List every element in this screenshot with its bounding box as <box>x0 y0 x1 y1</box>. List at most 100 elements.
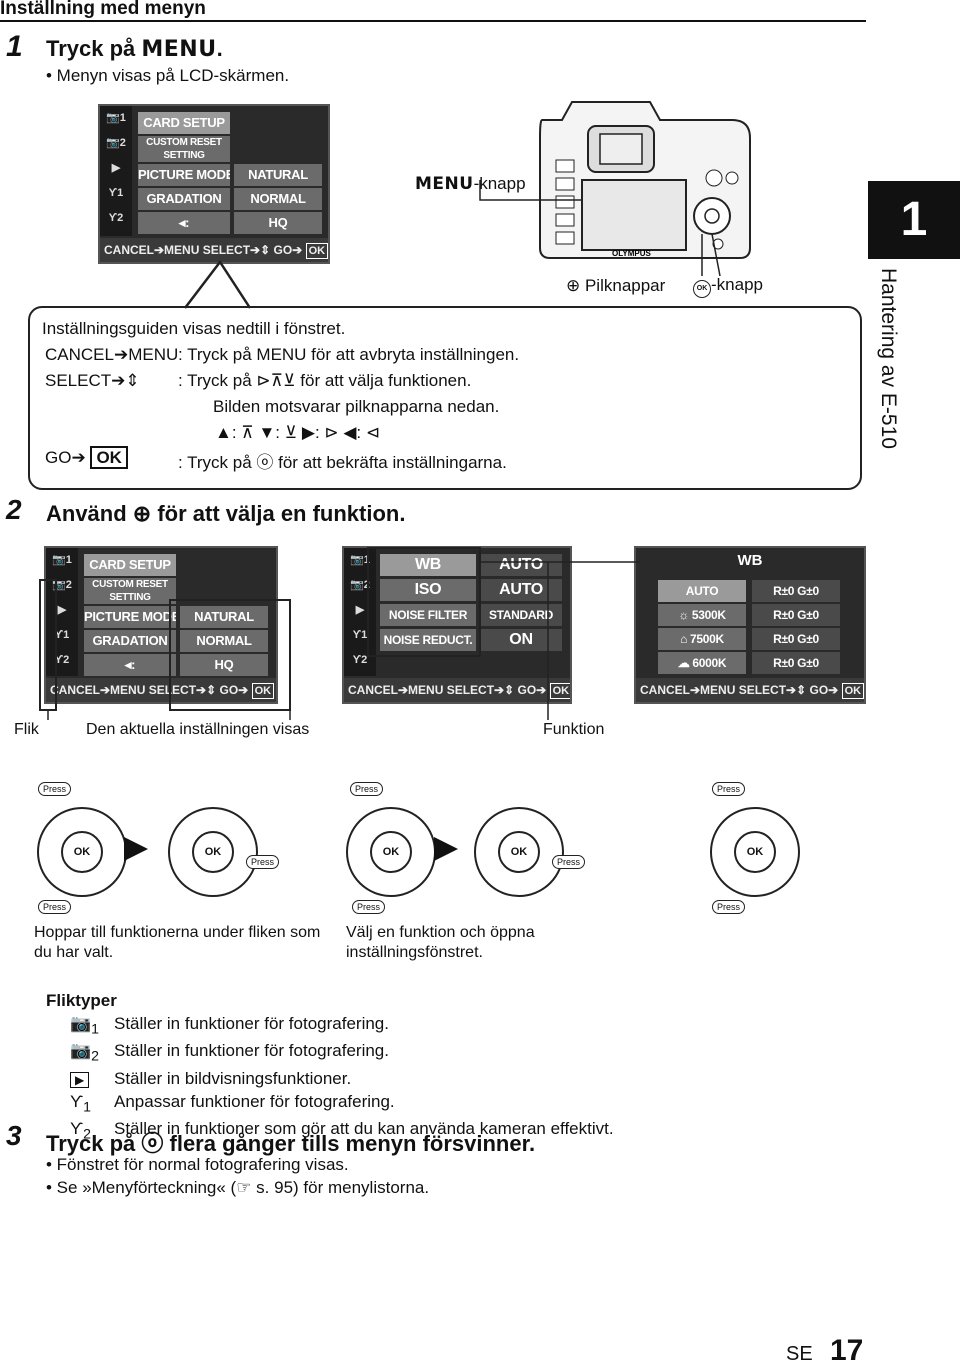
menu-value-iso: AUTO <box>480 579 562 601</box>
guide-footer: CANCEL➔MENU SELECT➔⇕ GO➔ OK <box>344 678 570 702</box>
menu-screen-function-select: 📷1 📷2 ▶ ϒ1 ϒ2 WB AUTO ISO AUTO NOISE FIL… <box>342 546 572 704</box>
tab-play-icon[interactable]: ▶ <box>111 162 121 174</box>
menu-row-wb[interactable]: WB <box>380 554 476 576</box>
ok-button[interactable]: OK <box>498 831 540 873</box>
press-right-label: Press <box>246 855 280 869</box>
menu-value-noise-filter: STANDARD <box>480 604 562 626</box>
menu-row-card-setup[interactable]: CARD SETUP <box>84 554 176 576</box>
callout-funktion: Funktion <box>543 721 605 738</box>
header-rule <box>0 20 866 22</box>
arrow-pad-1[interactable]: OK <box>37 807 127 897</box>
ok-label-suffix: -knapp <box>711 275 763 294</box>
tab-custom2-icon[interactable]: ϒ2 <box>108 212 124 224</box>
ok-badge: OK <box>305 243 328 259</box>
tab-custom2-icon[interactable]: ϒ2 <box>54 654 70 666</box>
tab-play-icon[interactable]: ▶ <box>57 604 67 616</box>
wb-value-5300k: R±0 G±0 <box>752 604 840 626</box>
flik-item-text: Ställer in funktioner för fotografering. <box>114 1014 389 1033</box>
tab-shoot2-icon[interactable]: 📷2 <box>106 137 126 149</box>
menu-row-noise-reduct[interactable]: NOISE REDUCT. <box>380 629 476 651</box>
tab-custom2-icon[interactable]: ϒ2 <box>352 654 368 666</box>
menu-value-picture-mode: NATURAL <box>180 606 268 628</box>
wb-row-6000k[interactable]: ☁ 6000K <box>658 652 746 674</box>
ok-button[interactable]: OK <box>370 831 412 873</box>
tab-shoot1-icon[interactable]: 📷1 <box>350 554 370 566</box>
ok-button[interactable]: OK <box>61 831 103 873</box>
press-up-label: Press <box>712 782 746 796</box>
arrow-pad-5[interactable]: OK <box>710 807 800 897</box>
flik-item-custom2: ϒ2 Ställer in funktioner som gör att du k… <box>70 1118 614 1145</box>
tab-shoot2-icon[interactable]: 📷2 <box>350 579 370 591</box>
menu-row-noise-filter[interactable]: NOISE FILTER <box>380 604 476 626</box>
guide-select-key: SELECT➔⇕ <box>45 371 140 390</box>
flik-item-text: Ställer in funktioner som gör att du kan… <box>114 1119 614 1139</box>
menu-row-picture-mode[interactable]: PICTURE MODE <box>138 164 230 186</box>
tab-custom1-icon[interactable]: ϒ1 <box>108 187 124 199</box>
flik-item-text: Ställer in bildvisningsfunktioner. <box>114 1068 352 1088</box>
guide-select-text2: Bilden motsvarar pilknapparna nedan. <box>213 397 500 416</box>
tab-play-icon[interactable]: ▶ <box>355 604 365 616</box>
ok-badge: OK <box>841 683 864 699</box>
arrow-pad-3[interactable]: OK <box>346 807 436 897</box>
menu-row-gradation[interactable]: GRADATION <box>84 630 176 652</box>
guide-footer: CANCEL➔MENU SELECT➔⇕ GO➔ OK <box>636 678 864 702</box>
caption-open-function: Välj en funktion och öppna inställningsf… <box>346 924 535 961</box>
step3-bullet-1: • Fönstret för normal fotografering visa… <box>46 1155 349 1174</box>
step-number-3: 3 <box>6 1120 22 1151</box>
menu-row-gradation[interactable]: GRADATION <box>138 188 230 210</box>
page-number: 17 <box>830 1334 864 1367</box>
menu-keyword: MENU <box>415 174 474 194</box>
callout-current-setting: Den aktuella inställningen visas <box>86 721 310 738</box>
flow-arrow <box>124 837 148 861</box>
menu-row-custom-reset[interactable]: CUSTOM RESET SETTING <box>138 136 230 162</box>
wb-row-7500k[interactable]: ⌂ 7500K <box>658 628 746 650</box>
wb-row-auto[interactable]: AUTO <box>658 580 746 602</box>
wrench2-icon: ϒ2 <box>70 1119 92 1143</box>
footer-language: SE <box>786 1343 813 1365</box>
menu-row-picture-mode[interactable]: PICTURE MODE <box>84 606 176 628</box>
go-ok-badge: OK <box>90 446 128 469</box>
menu-value-noise-reduct: ON <box>480 629 562 651</box>
wb-title: WB <box>737 552 763 569</box>
arrow-pad-4[interactable]: OK <box>474 807 564 897</box>
press-up-label: Press <box>38 782 72 796</box>
ok-badge: OK <box>549 683 570 699</box>
ok-button[interactable]: OK <box>734 831 776 873</box>
press-right-label: Press <box>552 855 586 869</box>
menu-keyword: MENU <box>141 37 217 62</box>
footer-text: CANCEL➔MENU SELECT➔⇕ GO➔ <box>348 683 547 697</box>
ok-button[interactable]: OK <box>192 831 234 873</box>
ok-badge: OK <box>251 683 275 699</box>
step-number-1: 1 <box>6 30 23 63</box>
tab-shoot1-icon[interactable]: 📷1 <box>52 554 72 566</box>
camera-brand: OLYMPUS <box>612 249 651 258</box>
play-icon: ▶ <box>70 1068 114 1091</box>
footer-text: CANCEL➔MENU SELECT➔⇕ GO➔ <box>104 243 303 257</box>
menu-screen-wb-settings: WB AUTO R±0 G±0 ☼ 5300K R±0 G±0 ⌂ 7500K … <box>634 546 866 704</box>
press-down-label: Press <box>38 900 72 914</box>
menu-row-quality[interactable]: ◂: <box>84 654 176 676</box>
menu-row-quality[interactable]: ◂: <box>138 212 230 234</box>
wb-row-5300k[interactable]: ☼ 5300K <box>658 604 746 626</box>
wb-value-auto: R±0 G±0 <box>752 580 840 602</box>
tab-custom1-icon[interactable]: ϒ1 <box>54 629 70 641</box>
arrow-pad-2[interactable]: OK <box>168 807 258 897</box>
caption-tab-jump: Hoppar till funktionerna under fliken so… <box>34 924 321 961</box>
chapter-tab: 1 <box>868 181 960 259</box>
step1-period: . <box>216 36 223 61</box>
menu-row-card-setup[interactable]: CARD SETUP <box>138 112 230 134</box>
go-key-text: GO➔ <box>45 448 86 467</box>
menu-row-iso[interactable]: ISO <box>380 579 476 601</box>
flik-item-text: Anpassar funktioner för fotografering. <box>114 1091 395 1111</box>
menu-row-custom-reset[interactable]: CUSTOM RESET SETTING <box>84 578 176 604</box>
tab-column: 📷1 📷2 ▶ ϒ1 ϒ2 <box>344 548 376 676</box>
guide-cancel-key: CANCEL➔MENU <box>45 345 179 364</box>
tab-shoot2-icon[interactable]: 📷2 <box>52 579 72 591</box>
camera1-icon: 📷1 <box>70 1014 100 1038</box>
menu-value-picture-mode: NATURAL <box>234 164 322 186</box>
tab-shoot1-icon[interactable]: 📷1 <box>106 112 126 124</box>
callout-pointer <box>184 260 252 309</box>
tab-custom1-icon[interactable]: ϒ1 <box>352 629 368 641</box>
flik-item-text: Ställer in funktioner för fotografering. <box>114 1041 389 1061</box>
